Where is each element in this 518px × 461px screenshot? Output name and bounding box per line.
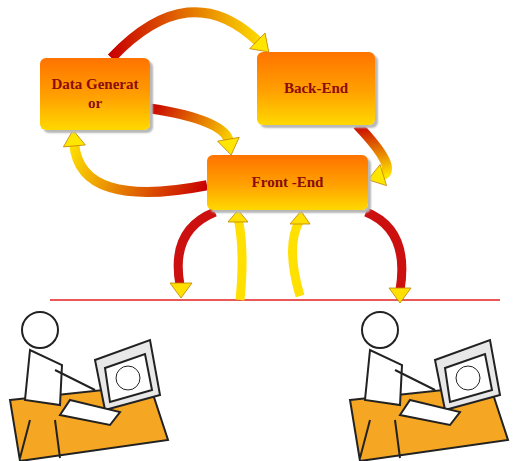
user-at-computer bbox=[10, 312, 168, 461]
user-at-computer bbox=[350, 312, 508, 461]
curved-arrow bbox=[63, 130, 207, 192]
curved-arrow bbox=[150, 108, 239, 155]
divider-line bbox=[50, 299, 500, 301]
curved-arrow bbox=[112, 12, 269, 58]
box-label: Back-End bbox=[284, 79, 348, 98]
process-box: Back-End bbox=[257, 52, 375, 125]
process-box: Data Generat or bbox=[40, 58, 150, 130]
user-arrows bbox=[170, 210, 411, 303]
box-label: Front -End bbox=[252, 173, 324, 192]
process-box: Front -End bbox=[207, 155, 368, 210]
box-label: Data Generat or bbox=[46, 75, 144, 113]
